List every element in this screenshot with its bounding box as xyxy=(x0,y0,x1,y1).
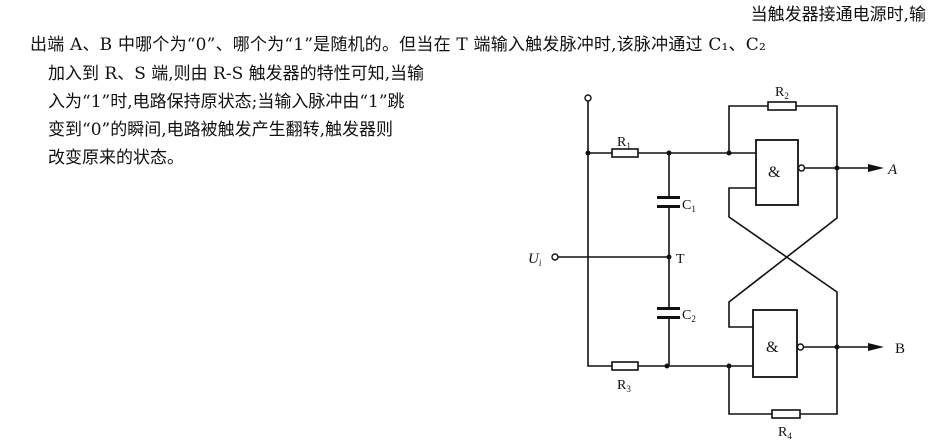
paragraph-line-6: 改变原来的状态。 xyxy=(48,148,184,168)
resistor-r4 xyxy=(771,409,801,419)
paragraph-line-4: 入为“1”时,电路保持原状态;当输入脉冲由“1”跳 xyxy=(48,92,405,112)
nand-gate-2: & xyxy=(752,309,805,378)
arrow-a-icon xyxy=(868,164,884,172)
wires xyxy=(558,101,872,415)
label-r4: R4 xyxy=(778,425,792,441)
output-b-label: B xyxy=(895,341,905,357)
output-a-label: A xyxy=(887,162,898,178)
arrows xyxy=(868,164,884,351)
nand-gate-1: & xyxy=(755,139,806,206)
resistor-r2 xyxy=(767,101,797,111)
junction-dots xyxy=(585,150,840,369)
resistor-r1 xyxy=(611,148,639,158)
ui-input-terminal xyxy=(551,253,559,261)
paragraph-line-1: 当触发器接通电源时,输 xyxy=(750,5,926,25)
label-r3: R3 xyxy=(617,378,631,394)
label-r2: R2 xyxy=(775,85,789,101)
resistor-r3 xyxy=(611,361,639,371)
paragraph-line-3: 加入到 R、S 端,则由 R-S 触发器的特性可知,当输 xyxy=(48,64,425,84)
gate1-symbol: & xyxy=(768,164,781,181)
label-r1: R1 xyxy=(617,135,631,151)
paragraph-line-2: 出端 A、B 中哪个为“0”、哪个为“1”是随机的。但当在 T 端输入触发脉冲时… xyxy=(30,35,766,55)
label-ui: Ui xyxy=(528,251,542,268)
label-t: T xyxy=(676,252,685,267)
label-c1: C1 xyxy=(682,198,696,214)
paragraph-line-5: 变到“0”的瞬间,电路被触发产生翻转,触发器则 xyxy=(48,120,394,140)
arrow-b-icon xyxy=(868,343,884,351)
gate2-symbol: & xyxy=(766,339,779,356)
capacitor-c2 xyxy=(657,307,680,319)
label-c2: C2 xyxy=(682,308,696,324)
capacitor-c1 xyxy=(657,196,680,208)
supply-terminal xyxy=(584,94,592,102)
